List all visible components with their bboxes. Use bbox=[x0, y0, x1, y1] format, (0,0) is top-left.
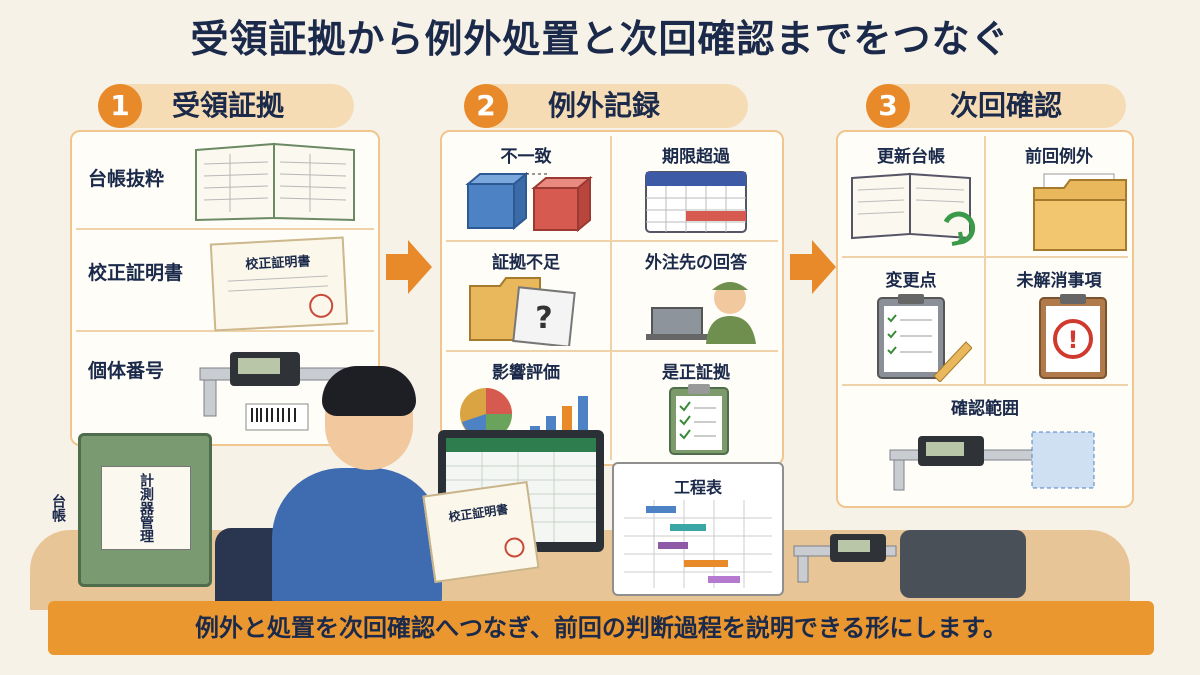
spreadsheet-icon bbox=[446, 438, 596, 542]
svg-text:?: ? bbox=[535, 301, 552, 336]
step-number-1: 1 bbox=[98, 84, 142, 128]
page-title: 受領証拠から例外処置と次回確認までをつなぐ bbox=[190, 17, 1010, 61]
divider bbox=[446, 240, 778, 242]
step-label-1: 受領証拠 bbox=[172, 89, 285, 122]
worker-body bbox=[272, 468, 442, 608]
calibration-certificate-image: 校正証明書 bbox=[209, 236, 349, 332]
caliper-with-tag-icon bbox=[199, 352, 371, 431]
summary-text: 例外と処置を次回確認へつなぎ、前回の判断過程を説明できる形にします。 bbox=[195, 614, 1007, 642]
cell-label-corrective-evidence: 是正証拠 bbox=[662, 363, 730, 383]
updated-ledger-icon bbox=[851, 172, 976, 246]
cell-label-changes: 変更点 bbox=[885, 271, 937, 291]
cell-label-overdue: 期限超過 bbox=[662, 147, 730, 167]
step-number-3: 3 bbox=[866, 84, 910, 128]
step-number-2: 2 bbox=[464, 84, 508, 128]
cell-label-open-issues: 未解消事項 bbox=[1016, 271, 1102, 291]
svg-text:!: ! bbox=[1068, 326, 1079, 354]
cell-label-mismatch: 不一致 bbox=[500, 147, 552, 167]
vendor-worker-icon bbox=[646, 282, 756, 344]
worker-hair bbox=[322, 366, 416, 416]
previous-exception-folder-icon bbox=[1033, 173, 1127, 251]
seal-icon bbox=[503, 536, 526, 559]
instrument-case bbox=[900, 530, 1026, 598]
divider bbox=[610, 136, 612, 460]
panel-received-evidence: 台帳抜粋 校正証明書 個体番号 校正証明書 bbox=[70, 130, 380, 446]
step-label-3: 次回確認 bbox=[950, 89, 1063, 122]
summary-banner: 例外と処置を次回確認へつなぎ、前回の判断過程を説明できる形にします。 bbox=[48, 601, 1154, 655]
divider bbox=[446, 350, 778, 352]
divider bbox=[842, 384, 1128, 386]
row-label-serial-number: 個体番号 bbox=[88, 360, 165, 382]
divider bbox=[842, 256, 1128, 258]
cell-label-previous-exception: 前回例外 bbox=[1025, 147, 1093, 167]
held-certificate-title: 校正証明書 bbox=[447, 502, 510, 525]
binder-label: 計測器管理台帳 bbox=[50, 466, 191, 550]
cell-label-updated-ledger: 更新台帳 bbox=[877, 147, 945, 167]
step-header-2: 2 例外記録 bbox=[464, 84, 748, 128]
held-certificate: 校正証明書 bbox=[422, 481, 540, 583]
gantt-chart-icon bbox=[624, 500, 772, 588]
divider bbox=[76, 330, 374, 332]
open-ledger-icon bbox=[195, 142, 355, 222]
panel-next-review: 更新台帳 前回例外 変更点 未解消事項 確認範囲 ! bbox=[836, 130, 1134, 508]
cell-label-impact-assessment: 影響評価 bbox=[492, 363, 560, 383]
arrow-right-icon bbox=[386, 240, 432, 294]
schedule-calendar: 工程表 bbox=[612, 462, 784, 596]
calendar-title: 工程表 bbox=[673, 478, 722, 497]
cell-label-insufficient-evidence: 証拠不足 bbox=[492, 253, 560, 273]
desk-caliper-icon bbox=[793, 534, 897, 583]
divider bbox=[984, 136, 986, 384]
step-header-1: 1 受領証拠 bbox=[98, 84, 354, 128]
cell-label-vendor-response: 外注先の回答 bbox=[645, 253, 747, 273]
row-label-ledger-excerpt: 台帳抜粋 bbox=[88, 168, 165, 190]
row-label-calibration-certificate: 校正証明書 bbox=[88, 262, 184, 284]
cell-label-review-scope: 確認範囲 bbox=[951, 399, 1019, 419]
step-label-2: 例外記録 bbox=[548, 89, 661, 122]
corrective-checklist-icon bbox=[669, 384, 729, 455]
overdue-calendar-icon bbox=[645, 171, 747, 233]
open-issue-alert-icon: ! bbox=[1039, 294, 1107, 379]
seal-icon bbox=[308, 293, 334, 319]
missing-evidence-folder-icon: ? bbox=[469, 277, 576, 346]
panel-exception-record: 不一致 期限超過 証拠不足 外注先の回答 影響評価 是正証拠 ? bbox=[440, 130, 784, 466]
arrow-right-icon bbox=[790, 240, 836, 294]
step-header-3: 3 次回確認 bbox=[866, 84, 1126, 128]
management-ledger-binder: 計測器管理台帳 bbox=[50, 433, 212, 587]
review-scope-caliper-icon bbox=[889, 431, 1095, 491]
change-checklist-icon bbox=[877, 294, 972, 382]
divider bbox=[76, 228, 374, 230]
certificate-title: 校正証明書 bbox=[245, 254, 311, 273]
mismatch-cubes-icon bbox=[465, 171, 593, 233]
